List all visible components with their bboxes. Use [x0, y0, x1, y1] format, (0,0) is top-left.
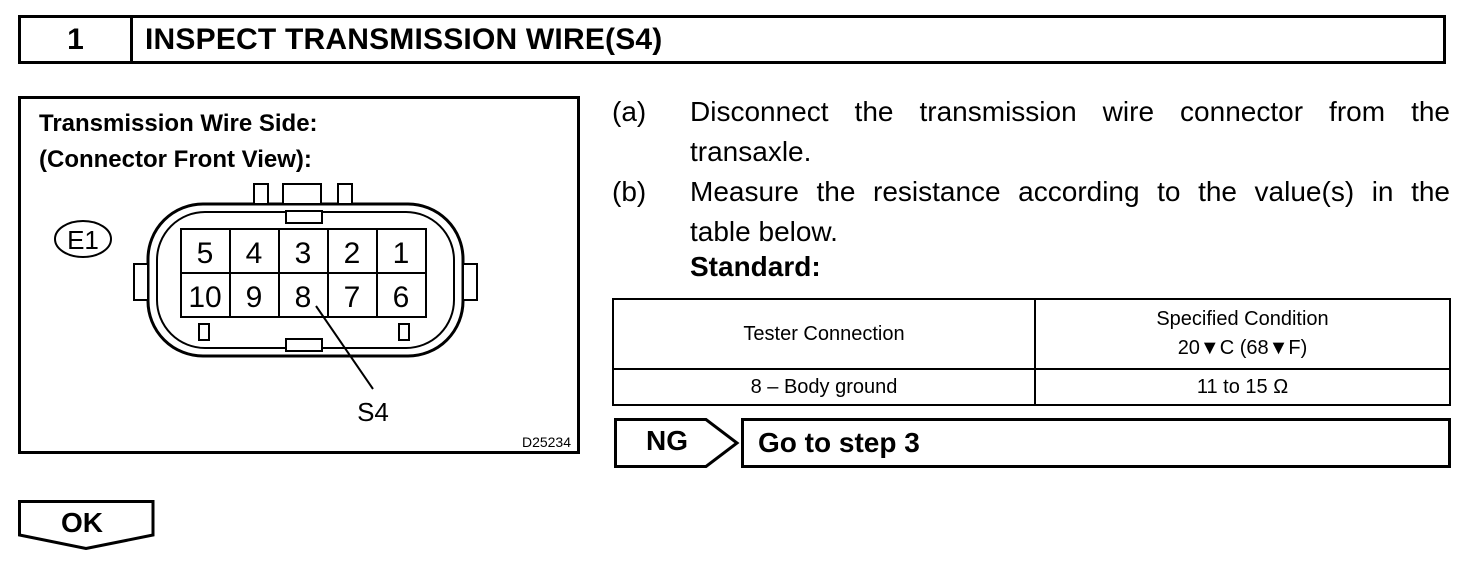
ng-label: NG	[646, 425, 688, 456]
instruction-text: Measure the resistance according to the …	[690, 176, 1450, 207]
connector-id-oval	[54, 220, 112, 258]
instruction-label: (b)	[612, 176, 647, 207]
pin-label: 1	[393, 237, 410, 270]
table-header-condition: Specified Condition 20▼C (68▼F)	[1034, 298, 1451, 370]
side-tab-right	[462, 263, 478, 301]
step-number: 1	[21, 18, 133, 61]
ng-indicator: NG	[614, 418, 740, 468]
latch-tab	[337, 183, 353, 205]
connector-id: E1	[67, 225, 99, 255]
ok-indicator: OK	[18, 500, 158, 550]
pin-label: 5	[197, 237, 214, 270]
instruction-b: (b) Measure the resistance according to …	[612, 172, 1452, 252]
latch-tab	[282, 183, 322, 205]
table-header-condition-line2: 20▼C (68▼F)	[1177, 337, 1308, 359]
ng-arrow-shape	[614, 418, 740, 468]
bottom-key	[285, 338, 323, 352]
figure-code: D25234	[522, 434, 571, 450]
ok-arrow-shape	[18, 500, 155, 550]
table-cell-connection: 8 – Body ground	[612, 368, 1036, 406]
pin-label: 8	[295, 281, 312, 314]
side-tab-left	[133, 263, 149, 301]
callout-label: S4	[357, 397, 389, 427]
instruction-a: (a) Disconnect the transmission wire con…	[612, 92, 1452, 172]
standard-label: Standard:	[690, 251, 821, 282]
latch-tab	[253, 183, 269, 205]
connector-figure: Transmission Wire Side: (Connector Front…	[18, 96, 580, 454]
table-header-tester: Tester Connection	[612, 298, 1036, 370]
step-title: INSPECT TRANSMISSION WIRE(S4)	[145, 22, 663, 56]
pin-label: 6	[393, 281, 410, 314]
step-header: 1 INSPECT TRANSMISSION WIRE(S4)	[18, 15, 1446, 64]
pin-label: 7	[344, 281, 361, 314]
pin-label: 3	[295, 237, 312, 270]
spec-table: Tester Connection Specified Condition 20…	[612, 298, 1451, 406]
table-row: 8 – Body ground 11 to 15 Ω	[612, 368, 1451, 406]
callout-line	[315, 305, 374, 390]
pin-label: 10	[188, 281, 221, 314]
connector-diagram: 5 4 3 2 1 10 9 8 7 6 E1 S4 D25234	[54, 183, 571, 450]
ng-action-box: Go to step 3	[741, 418, 1451, 468]
table-header-condition-line1: Specified Condition	[1156, 308, 1329, 330]
pin-label: 2	[344, 237, 361, 270]
bottom-key	[398, 323, 410, 341]
ng-action-text: Go to step 3	[758, 427, 920, 458]
figure-caption-line1: Transmission Wire Side:	[39, 110, 318, 137]
bottom-key	[198, 323, 210, 341]
pin-label: 4	[246, 237, 263, 270]
latch-key	[285, 210, 323, 224]
instruction-text-cont: table below.	[690, 216, 838, 247]
table-cell-condition: 11 to 15 Ω	[1034, 368, 1451, 406]
instruction-text-cont: transaxle.	[690, 136, 812, 167]
instruction-text: Disconnect the transmission wire connect…	[690, 96, 1450, 127]
figure-caption-line2: (Connector Front View):	[39, 146, 312, 173]
pin-label: 9	[246, 281, 263, 314]
ok-label: OK	[61, 507, 103, 538]
instruction-label: (a)	[612, 96, 647, 127]
